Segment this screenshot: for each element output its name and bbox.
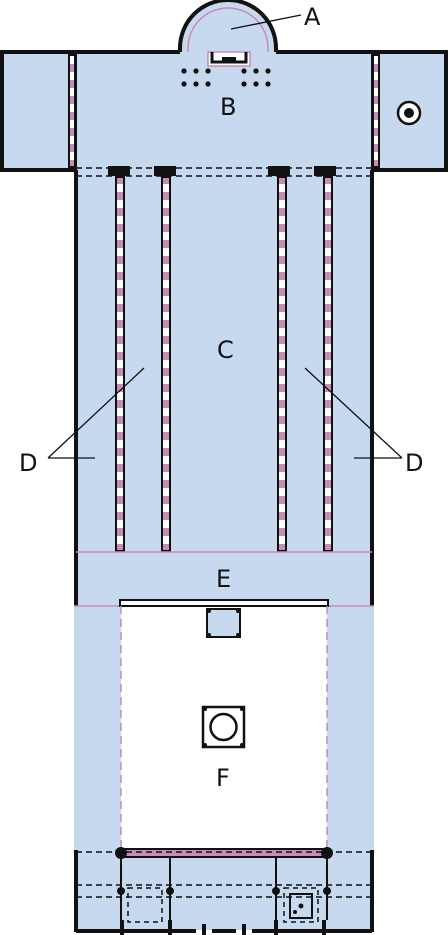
gate-complex: [76, 847, 372, 923]
label-a: A: [304, 3, 321, 31]
apse-wall: [178, 0, 278, 52]
atrium-right-portico: [327, 606, 374, 852]
well-symbol: [396, 100, 422, 126]
nave-colonnades: [115, 176, 333, 552]
label-e: E: [216, 565, 231, 593]
atrium-entry-structure: [206, 608, 241, 638]
label-f: F: [216, 764, 230, 792]
apse-inner-line: [187, 7, 269, 52]
fountain: [201, 705, 246, 749]
narthex-lines: [74, 551, 374, 607]
leader-d-right-1: [304, 367, 403, 459]
atrium-colonnades: [118, 599, 330, 858]
label-b: B: [220, 93, 236, 121]
leader-a: [230, 14, 302, 30]
apse-throne: [207, 51, 251, 67]
atrium-left-portico: [74, 606, 121, 852]
label-d-right: D: [405, 449, 423, 477]
transept-screens: [68, 52, 380, 170]
transept-wall: [0, 50, 448, 172]
altar-dots: [181, 68, 271, 87]
label-d-left: D: [19, 449, 37, 477]
nave-floor: [76, 170, 372, 552]
triumphal-arch: [76, 166, 372, 177]
labels: A B C D D E F: [19, 3, 423, 792]
leader-d-left-1: [47, 367, 145, 459]
entrance-floor: [76, 852, 372, 930]
narthex-floor: [76, 552, 372, 606]
apse-floor: [180, 0, 276, 52]
label-c: C: [217, 336, 234, 364]
leader-lines: [47, 14, 403, 459]
